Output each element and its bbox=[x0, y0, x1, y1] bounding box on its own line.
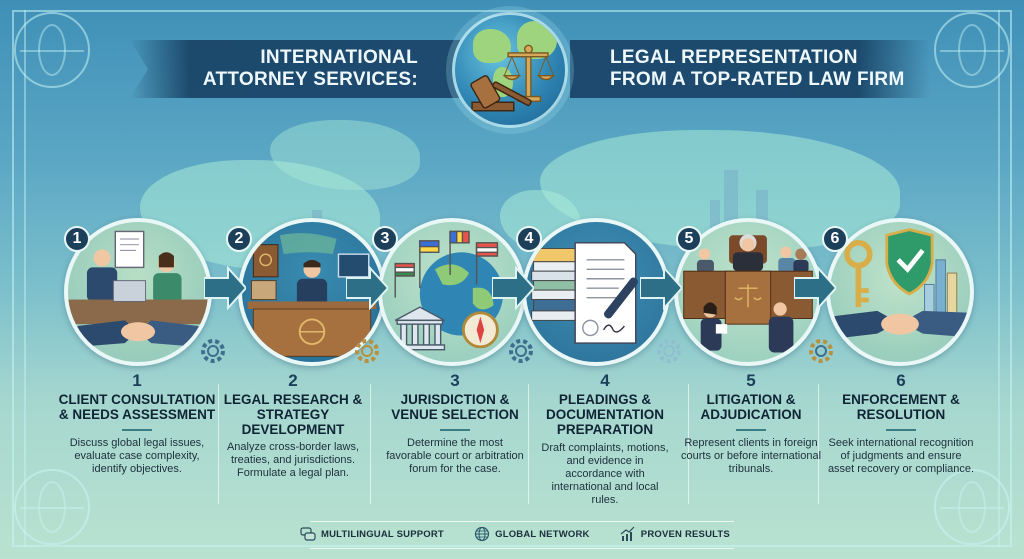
corner-globe-icon bbox=[14, 469, 90, 545]
attorney-desk-research-icon bbox=[247, 233, 377, 357]
globe-flags-compass-icon bbox=[394, 230, 504, 351]
arrow-right-icon bbox=[346, 266, 388, 310]
subtitle-line: FROM A TOP-RATED LAW FIRM bbox=[610, 69, 905, 90]
arrow-right-icon bbox=[640, 266, 682, 310]
chat-bubbles-icon bbox=[300, 527, 316, 541]
step-description: Determine the most favorable court or ar… bbox=[386, 437, 524, 475]
title-line: INTERNATIONAL bbox=[260, 47, 418, 68]
step-title: ENFORCEMENT & RESOLUTION bbox=[842, 392, 960, 422]
step-3-illustration bbox=[378, 218, 526, 366]
frame-line-right bbox=[998, 10, 1000, 547]
step-description: Seek international recognition of judgme… bbox=[827, 437, 975, 475]
corner-globe-icon bbox=[14, 12, 90, 88]
title-line: ATTORNEY SERVICES: bbox=[202, 69, 418, 90]
title-underline bbox=[122, 429, 152, 431]
column-divider bbox=[818, 384, 819, 504]
title-banner-left: INTERNATIONAL ATTORNEY SERVICES: bbox=[130, 40, 460, 98]
arrow-right-icon bbox=[794, 266, 836, 310]
step-badge: 5 bbox=[676, 226, 702, 252]
growth-chart-icon bbox=[620, 526, 635, 541]
title-banner-right: LEGAL REPRESENTATION FROM A TOP-RATED LA… bbox=[570, 40, 930, 98]
footer-features: MULTILINGUAL SUPPORT GLOBAL NETWORK PROV… bbox=[300, 523, 730, 545]
step-number: 1 bbox=[132, 371, 142, 390]
title-underline bbox=[736, 429, 766, 431]
column-divider bbox=[218, 384, 219, 504]
step-1-text: 1 CLIENT CONSULTATION & NEEDS ASSESSMENT… bbox=[54, 372, 220, 476]
step-badge: 2 bbox=[226, 226, 252, 252]
step-6-illustration bbox=[826, 218, 974, 366]
key-shield-handshake-icon bbox=[830, 228, 970, 340]
frame-line-left bbox=[24, 10, 26, 547]
feature-multilingual-support: MULTILINGUAL SUPPORT bbox=[300, 526, 444, 542]
title-underline bbox=[886, 429, 916, 431]
step-description: Draft complaints, motions, and evidence … bbox=[541, 442, 669, 506]
step-badge: 6 bbox=[822, 226, 848, 252]
step-number: 2 bbox=[288, 371, 298, 390]
feature-label: MULTILINGUAL SUPPORT bbox=[321, 528, 444, 540]
step-6-text: 6 ENFORCEMENT & RESOLUTION Seek internat… bbox=[818, 372, 984, 476]
column-divider bbox=[688, 384, 689, 504]
courtroom-icon bbox=[683, 234, 813, 353]
step-5-text: 5 LITIGATION & ADJUDICATION Represent cl… bbox=[668, 372, 834, 476]
feature-global-network: GLOBAL NETWORK bbox=[474, 526, 589, 542]
step-description: Analyze cross-border laws, treaties, and… bbox=[226, 441, 360, 479]
documents-pen-icon bbox=[531, 242, 638, 344]
globe-icon bbox=[475, 526, 490, 542]
step-2-text: 2 LEGAL RESEARCH & STRATEGY DEVELOPMENT … bbox=[210, 372, 376, 480]
step-number: 5 bbox=[746, 371, 756, 390]
step-badge: 1 bbox=[64, 226, 90, 252]
step-4-text: 4 PLEADINGS & DOCUMENTATION PREPARATION … bbox=[522, 372, 688, 507]
step-number: 4 bbox=[600, 371, 610, 390]
step-number: 6 bbox=[896, 371, 906, 390]
column-divider bbox=[528, 384, 529, 504]
step-description: Represent clients in foreign courts or b… bbox=[680, 437, 822, 475]
step-3-text: 3 JURISDICTION & VENUE SELECTION Determi… bbox=[372, 372, 538, 476]
step-2-illustration bbox=[238, 218, 386, 366]
step-badge: 3 bbox=[372, 226, 398, 252]
step-title: LITIGATION & ADJUDICATION bbox=[700, 392, 802, 422]
title-underline bbox=[440, 429, 470, 431]
step-title: PLEADINGS & DOCUMENTATION PREPARATION bbox=[546, 392, 664, 437]
step-description: Discuss global legal issues, evaluate ca… bbox=[69, 437, 205, 475]
step-title: JURISDICTION & VENUE SELECTION bbox=[391, 392, 519, 422]
gear-icon bbox=[809, 339, 833, 363]
feature-proven-results: PROVEN RESULTS bbox=[620, 526, 730, 542]
corner-globe-icon bbox=[934, 469, 1010, 545]
column-divider bbox=[370, 384, 371, 504]
footer-rule-top bbox=[310, 521, 734, 522]
step-badge: 4 bbox=[516, 226, 542, 252]
gear-icon bbox=[201, 339, 225, 363]
step-title: CLIENT CONSULTATION & NEEDS ASSESSMENT bbox=[58, 392, 216, 422]
globe-gavel-scales-icon bbox=[452, 12, 568, 128]
arrow-right-icon bbox=[492, 266, 534, 310]
gear-icon bbox=[355, 339, 379, 363]
feature-label: GLOBAL NETWORK bbox=[495, 528, 590, 540]
consultation-handshake-icon bbox=[68, 230, 208, 347]
step-number: 3 bbox=[450, 371, 460, 390]
step-4-illustration bbox=[522, 218, 670, 366]
gear-icon bbox=[657, 339, 681, 363]
step-title: LEGAL RESEARCH & STRATEGY DEVELOPMENT bbox=[223, 392, 363, 437]
feature-label: PROVEN RESULTS bbox=[640, 528, 730, 540]
subtitle-line: LEGAL REPRESENTATION bbox=[610, 47, 858, 68]
footer-rule-bottom bbox=[310, 548, 734, 549]
arrow-right-icon bbox=[204, 266, 246, 310]
corner-globe-icon bbox=[934, 12, 1010, 88]
gear-icon bbox=[509, 339, 533, 363]
